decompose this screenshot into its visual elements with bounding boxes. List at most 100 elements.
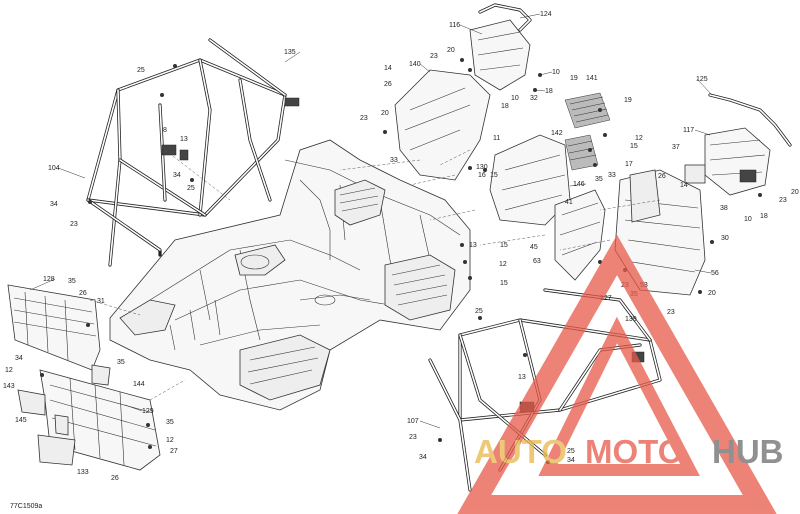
right-side-panel-41 — [554, 189, 606, 281]
callout-14: 14 — [384, 65, 392, 72]
callout-133: 133 — [77, 469, 89, 476]
callout-labels: 124 116 20 23 10 18 140 14 26 20 23 11 3… — [3, 11, 799, 482]
grille-component-142 — [564, 134, 599, 171]
callout-17: 17 — [625, 161, 633, 168]
callout-34: 34 — [567, 457, 575, 464]
callout-18: 18 — [760, 213, 768, 220]
callout-23: 23 — [409, 434, 417, 441]
callout-35: 35 — [117, 359, 125, 366]
automotohub-watermark: AUTO MOTO HUB — [457, 234, 784, 514]
callout-23: 23 — [360, 115, 368, 122]
callout-26: 26 — [658, 173, 666, 180]
callout-104: 104 — [48, 165, 60, 172]
callout-26: 26 — [79, 290, 87, 297]
callout-15: 15 — [500, 280, 508, 287]
callout-25: 25 — [567, 448, 575, 455]
callout-116: 116 — [449, 22, 460, 29]
callout-18: 18 — [501, 103, 509, 110]
watermark-hub: HUB — [712, 433, 784, 470]
callout-8: 8 — [163, 127, 167, 134]
callout-127: 127 — [600, 295, 612, 302]
watermark-auto: AUTO — [474, 433, 567, 470]
callout-33: 33 — [390, 157, 398, 164]
callout-143: 143 — [3, 383, 15, 390]
callout-142: 142 — [551, 130, 563, 137]
callout-10: 10 — [552, 69, 560, 76]
top-center-bracket — [469, 3, 532, 91]
callout-10: 10 — [744, 216, 752, 223]
callout-128: 128 — [43, 276, 55, 283]
callout-34: 34 — [50, 201, 58, 208]
callout-20: 20 — [447, 47, 455, 54]
callout-20: 20 — [791, 189, 799, 196]
right-rear-panel — [614, 169, 706, 296]
callout-124: 124 — [540, 11, 552, 18]
callout-23: 23 — [70, 221, 78, 228]
callout-12: 12 — [166, 437, 174, 444]
callout-10: 10 — [511, 95, 519, 102]
callout-125: 125 — [696, 76, 708, 83]
callout-145: 145 — [15, 417, 27, 424]
callout-18: 18 — [545, 88, 553, 95]
callout-32: 32 — [530, 95, 538, 102]
callout-33: 33 — [608, 172, 616, 179]
callout-25: 25 — [475, 308, 483, 315]
callout-41: 41 — [565, 199, 573, 206]
callout-140: 140 — [409, 61, 421, 68]
callout-34: 34 — [15, 355, 23, 362]
callout-129: 129 — [142, 408, 154, 415]
callout-35: 35 — [595, 176, 603, 183]
callout-146: 146 — [573, 181, 585, 188]
callout-141: 141 — [586, 75, 598, 82]
callout-13: 13 — [469, 242, 477, 249]
callout-144: 144 — [133, 381, 145, 388]
callout-23: 23 — [430, 53, 438, 60]
callout-15: 15 — [500, 242, 508, 249]
callout-19: 19 — [570, 75, 578, 82]
callout-13: 13 — [518, 374, 526, 381]
callout-26: 26 — [384, 81, 392, 88]
callout-38: 38 — [720, 205, 728, 212]
callout-130: 130 — [476, 164, 488, 171]
main-chassis-frame — [109, 139, 471, 411]
callout-19: 19 — [624, 97, 632, 104]
callout-14: 14 — [680, 182, 688, 189]
dashed-guide-lines — [89, 149, 661, 401]
callout-37: 37 — [672, 144, 680, 151]
watermark-moto: MOTO — [585, 433, 683, 470]
callout-26: 26 — [111, 475, 119, 482]
left-roll-cage — [86, 38, 300, 267]
callout-12: 12 — [499, 261, 507, 268]
watermark-triangle-logo — [457, 234, 777, 514]
diagram-code: 77C1509a — [10, 503, 42, 510]
small-plates — [17, 364, 111, 466]
callout-34: 34 — [419, 454, 427, 461]
callout-25: 25 — [137, 67, 145, 74]
callout-45: 45 — [530, 244, 538, 251]
callout-34: 34 — [173, 172, 181, 179]
callout-23: 23 — [667, 309, 675, 316]
callout-107: 107 — [407, 418, 419, 425]
callout-16: 16 — [478, 172, 486, 179]
callout-139: 139 — [625, 316, 637, 323]
callout-63: 63 — [533, 258, 541, 265]
callout-20: 20 — [381, 110, 389, 117]
callout-23: 23 — [779, 197, 787, 204]
callout-15: 15 — [630, 143, 638, 150]
callout-13: 13 — [180, 136, 188, 143]
grille-component-141 — [564, 92, 611, 129]
callout-117: 117 — [683, 127, 694, 134]
callout-135: 135 — [284, 49, 296, 56]
callout-27: 27 — [170, 448, 178, 455]
callout-35: 35 — [68, 278, 76, 285]
right-top-bracket — [684, 93, 792, 196]
callout-25: 25 — [187, 185, 195, 192]
callout-56: 56 — [711, 270, 719, 277]
fastener-markers — [40, 58, 762, 464]
callout-12: 12 — [5, 367, 13, 374]
callout-12: 12 — [635, 135, 643, 142]
firewall-panel-left — [394, 69, 491, 181]
front-panel — [7, 284, 101, 371]
callout-31: 31 — [97, 298, 105, 305]
